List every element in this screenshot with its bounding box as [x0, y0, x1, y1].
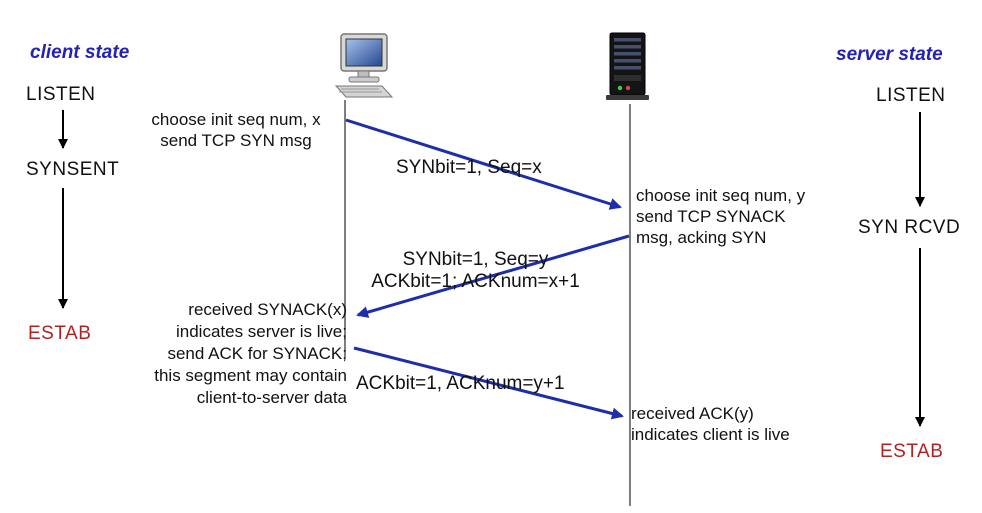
message-arrows [345, 118, 630, 420]
synack-message-arrow [356, 234, 630, 318]
server-state-listen: LISTEN [876, 85, 946, 106]
client-state-synsent: SYNSENT [26, 159, 120, 180]
server-state-synrcvd: SYN RCVD [858, 217, 961, 238]
server-state-header: server state [836, 44, 943, 65]
synack-message-label: SYNbit=1, Seq=y ACKbit=1; ACKnum=x+1 [371, 249, 580, 292]
server-state-estab: ESTAB [880, 441, 944, 462]
desktop-computer-icon [334, 33, 394, 98]
client-estab-note: received SYNACK(x) indicates server is l… [154, 300, 347, 407]
syn-message-arrow [345, 118, 622, 210]
client-syn-note: choose init seq num, x send TCP SYN msg [151, 110, 321, 150]
ack-message-arrow [353, 346, 624, 420]
client-state-header: client state [30, 42, 130, 63]
client-state-estab: ESTAB [28, 323, 92, 344]
ack-message-label: ACKbit=1, ACKnum=y+1 [356, 373, 565, 394]
server-tower-icon [606, 32, 649, 100]
server-ack-note: received ACK(y) indicates client is live [631, 404, 790, 444]
syn-message-label: SYNbit=1, Seq=x [396, 157, 542, 178]
client-state-listen: LISTEN [26, 84, 96, 105]
server-synack-note: choose init seq num, y send TCP SYNACK m… [636, 186, 806, 247]
